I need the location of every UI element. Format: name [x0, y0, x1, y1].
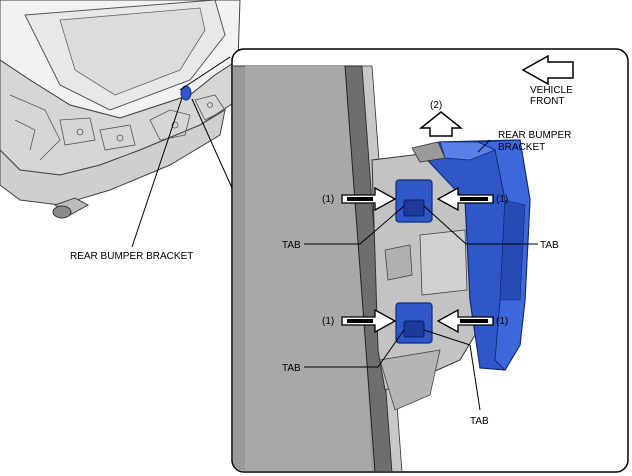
overview-part-label: REAR BUMPER BRACKET [70, 251, 193, 262]
step-1-label-lower-left: (1) [322, 316, 334, 327]
detail-part-label-line2: BRACKET [498, 142, 545, 153]
upper-clip [395, 179, 433, 223]
tab-label-upper-right: TAB [540, 240, 559, 251]
tab-label-lower-bottom: TAB [470, 416, 489, 427]
press-arrow-lower-left [341, 308, 397, 334]
vehicle-front-label-line1: VEHICLE [530, 85, 573, 96]
step-1-label-upper-left: (1) [322, 194, 334, 205]
step-1-label-lower-right: (1) [496, 316, 508, 327]
exhaust-tip [52, 197, 90, 219]
tab-label-upper-left: TAB [282, 240, 301, 251]
lower-clip [395, 302, 433, 344]
callout-leaders [179, 56, 233, 189]
overview-label-leader [131, 97, 183, 248]
vehicle-overview-illustration [0, 0, 241, 219]
lower-tab [403, 320, 425, 338]
tab-leaders [304, 205, 538, 411]
press-arrow-upper-left [341, 186, 397, 212]
vehicle-front-label-line2: FRONT [530, 96, 564, 107]
upper-tab [403, 199, 425, 217]
step-2-label: (2) [430, 100, 442, 111]
detail-view: (2) VEHICLE FRONT REAR BUMPER BRACKET (1… [231, 48, 629, 473]
detail-part-label-line1: REAR BUMPER [498, 130, 571, 141]
press-arrow-lower-right [436, 308, 494, 334]
rear-bumper-bracket [411, 139, 531, 371]
pull-direction-arrow [418, 111, 464, 137]
step-1-label-upper-right: (1) [496, 194, 508, 205]
press-arrow-upper-right [436, 186, 494, 212]
tab-label-lower-left: TAB [282, 363, 301, 374]
vehicle-front-arrow-icon [521, 54, 574, 86]
